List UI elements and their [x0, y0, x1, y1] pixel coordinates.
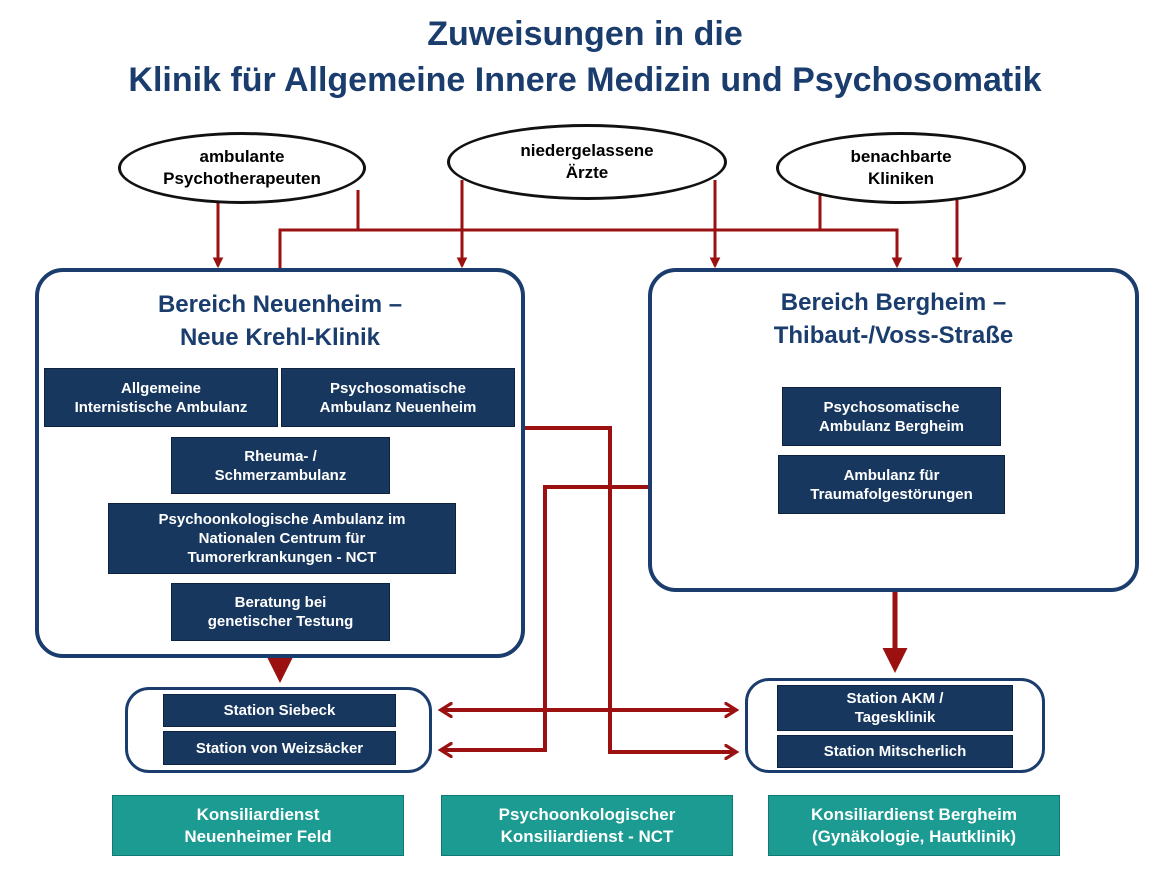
source-label-line1: benachbarte: [850, 147, 952, 166]
unit-label-line: Psychoonkologische Ambulanz im: [158, 511, 406, 528]
page-title-line2: Klinik für Allgemeine Innere Medizin und…: [128, 61, 1042, 99]
unit-label-line: Ambulanz für: [843, 466, 940, 484]
source-label-line2: Ärzte: [565, 163, 609, 182]
source-label-line2: Psychotherapeuten: [163, 169, 321, 188]
unit-psychoonkologische-ambulanz-nct: Psychoonkologische Ambulanz im Nationale…: [108, 503, 456, 574]
page-title-line1: Zuweisungen in die: [427, 15, 743, 53]
area-title-line2: Thibaut-/Voss-Straße: [773, 322, 1014, 349]
unit-psychosomatische-ambulanz-neuenheim: Psychosomatische Ambulanz Neuenheim: [281, 368, 515, 427]
unit-label-line: Traumafolgestörungen: [810, 485, 973, 503]
consult-label-line: Konsiliardienst Bergheim: [811, 804, 1017, 824]
station-siebeck: Station Siebeck: [163, 694, 396, 727]
source-label-line2: Kliniken: [867, 169, 935, 188]
station-von-weizsaecker: Station von Weizsäcker: [163, 731, 396, 765]
area-title-line2: Neue Krehl-Klinik: [179, 324, 381, 351]
consult-neuenheimer-feld: Konsiliardienst Neuenheimer Feld: [112, 795, 404, 856]
source-label-line1: ambulante: [199, 147, 285, 166]
area-bergheim-title: Bereich Bergheim – Thibaut-/Voss-Straße: [652, 286, 1135, 352]
area-title-line1: Bereich Bergheim –: [780, 289, 1007, 316]
station-label: Station von Weizsäcker: [195, 739, 364, 757]
unit-label-line: genetischer Testung: [207, 613, 354, 630]
unit-label-line: Allgemeine: [120, 379, 202, 397]
consult-psychoonkologisch-nct: Psychoonkologischer Konsiliardienst - NC…: [441, 795, 733, 856]
unit-label-line: Psychosomatische: [330, 379, 466, 397]
station-label-line: Station AKM /: [846, 690, 944, 707]
unit-label-line: Rheuma- /: [244, 447, 317, 465]
arrow-neuenheim-to-bergheim-stations: [520, 426, 735, 752]
station-label-line: Tagesklinik: [854, 709, 936, 726]
source-ambulante-psychotherapeuten: ambulante Psychotherapeuten: [118, 132, 366, 204]
unit-label-line: Psychosomatische: [823, 398, 960, 416]
unit-rheuma-schmerzambulanz: Rheuma- / Schmerzambulanz: [171, 437, 390, 494]
unit-label-line: Schmerzambulanz: [214, 466, 347, 484]
distribution-bus: [278, 228, 903, 269]
station-label: Station Mitscherlich: [823, 743, 967, 760]
source-label-line1: niedergelassene: [520, 141, 654, 160]
station-mitscherlich: Station Mitscherlich: [777, 735, 1013, 768]
unit-label-line: Beratung bei: [234, 594, 327, 611]
consult-label-line: Neuenheimer Feld: [184, 826, 332, 846]
consult-label-line: Konsiliardienst: [196, 804, 320, 824]
unit-psychosomatische-ambulanz-bergheim: Psychosomatische Ambulanz Bergheim: [782, 387, 1001, 446]
unit-label-line: Ambulanz Neuenheim: [319, 398, 477, 416]
unit-label-line: Tumorerkrankungen - NCT: [187, 549, 377, 566]
consult-label-line: (Gynäkologie, Hautklinik): [811, 826, 1017, 846]
consult-bergheim: Konsiliardienst Bergheim (Gynäkologie, H…: [768, 795, 1060, 856]
unit-beratung-genetische-testung: Beratung bei genetischer Testung: [171, 583, 390, 641]
area-title-line1: Bereich Neuenheim –: [157, 291, 403, 318]
unit-ambulanz-traumafolgestoerungen: Ambulanz für Traumafolgestörungen: [778, 455, 1005, 514]
station-label: Station Siebeck: [223, 702, 336, 719]
station-akm-tagesklinik: Station AKM / Tagesklinik: [777, 685, 1013, 731]
unit-label-line: Internistische Ambulanz: [74, 398, 248, 416]
source-benachbarte-kliniken: benachbarte Kliniken: [776, 132, 1026, 204]
unit-label-line: Nationalen Centrum für: [198, 530, 366, 547]
area-neuenheim-title: Bereich Neuenheim – Neue Krehl-Klinik: [39, 288, 521, 354]
unit-label-line: Ambulanz Bergheim: [818, 417, 965, 435]
arrow-bergheim-to-neuenheim-stations: [442, 485, 650, 750]
area-bergheim: Bereich Bergheim – Thibaut-/Voss-Straße: [648, 268, 1139, 592]
consult-label-line: Konsiliardienst - NCT: [500, 826, 674, 846]
consult-label-line: Psychoonkologischer: [498, 804, 676, 824]
unit-allgemeine-internistische-ambulanz: Allgemeine Internistische Ambulanz: [44, 368, 278, 427]
source-niedergelassene-aerzte: niedergelassene Ärzte: [447, 124, 727, 200]
